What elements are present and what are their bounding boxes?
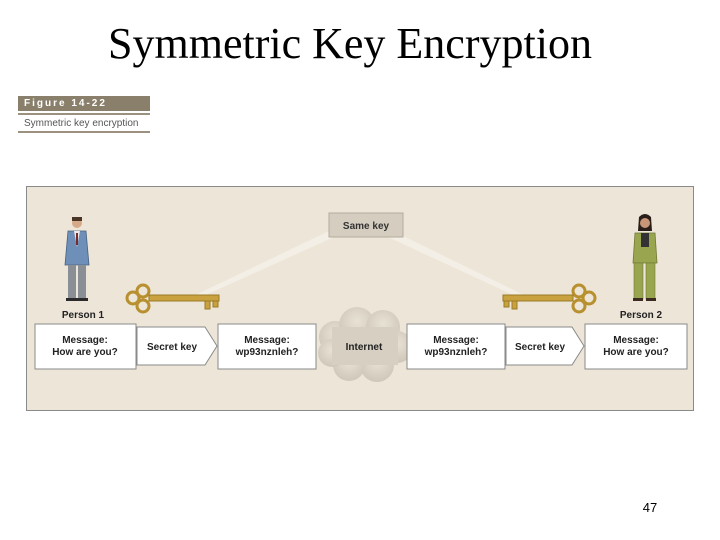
caption-divider-bottom: [18, 131, 150, 133]
secret-key-arrow-right: [505, 326, 585, 366]
person-2-icon: [632, 214, 658, 301]
page-number: 47: [642, 500, 658, 515]
plaintext-left-line1: Message:: [62, 335, 108, 346]
ciphertext-right-line2: wp93nznleh?: [424, 347, 488, 358]
same-key-box: [328, 212, 404, 238]
key-icon-right: [502, 283, 597, 314]
symmetric-key-diagram: Same key: [34, 212, 688, 382]
caption-divider: [18, 113, 150, 115]
secret-key-right-label: Secret key: [515, 342, 565, 353]
diagram-panel: Same key: [26, 186, 694, 411]
secret-key-left-label: Secret key: [147, 342, 197, 353]
person-1-label: Person 1: [62, 310, 105, 321]
person-2-label: Person 2: [620, 310, 663, 321]
person-1-icon: [64, 217, 90, 301]
plaintext-right-line2: How are you?: [603, 347, 669, 358]
ciphertext-left-line2: wp93nznleh?: [235, 347, 299, 358]
plaintext-box-right: [584, 323, 688, 370]
internet-label: Internet: [346, 342, 383, 353]
plaintext-right-line1: Message:: [613, 335, 659, 346]
internet-cloud-icon: [318, 307, 413, 382]
slide-title: Symmetric Key Encryption: [108, 19, 592, 68]
figure-subtitle: Symmetric key encryption: [24, 118, 139, 129]
ciphertext-box-left: [217, 323, 317, 370]
ciphertext-left-line1: Message:: [244, 335, 290, 346]
beam-left: [187, 232, 345, 299]
plaintext-left-line2: How are you?: [52, 347, 118, 358]
secret-key-arrow-left: [136, 326, 218, 366]
ciphertext-right-line1: Message:: [433, 335, 479, 346]
figure-caption: Figure 14-22 Symmetric key encryption: [18, 96, 150, 133]
beam-right: [377, 232, 532, 299]
key-icon-left: [125, 283, 220, 314]
figure-label: Figure 14-22: [18, 96, 150, 111]
ciphertext-box-right: [406, 323, 506, 370]
plaintext-box-left: [34, 323, 137, 370]
same-key-label: Same key: [343, 221, 390, 232]
